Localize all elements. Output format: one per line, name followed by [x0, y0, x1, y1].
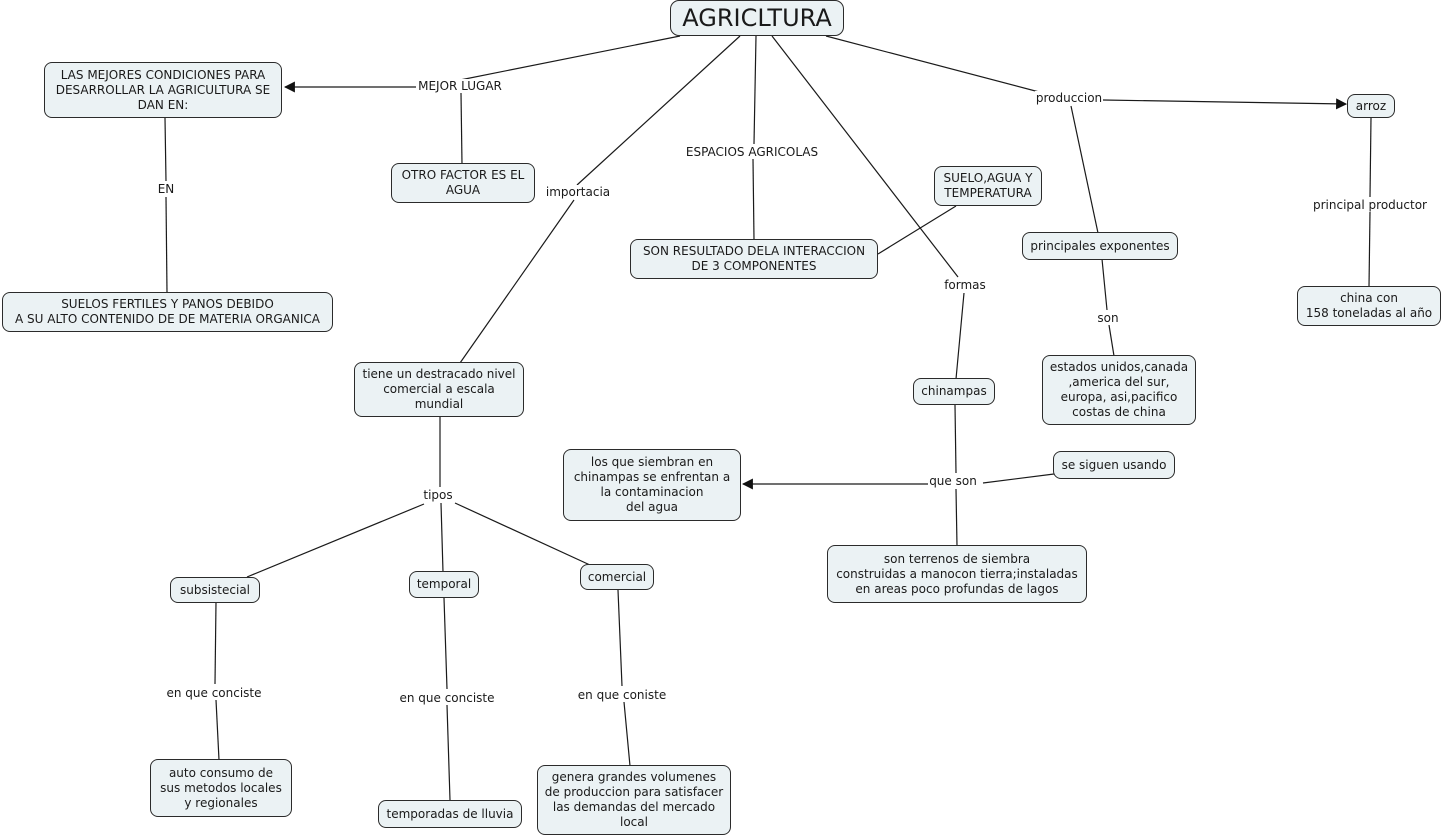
link-tipos-subsistecial [246, 503, 425, 578]
link-arroz-productor [1369, 117, 1372, 198]
concept-temporal[interactable]: temporal [409, 571, 479, 598]
link-label-principal-productor[interactable]: principal productor [1312, 198, 1428, 212]
concept-contaminacion[interactable]: los que siembran en chinampas se enfrent… [563, 449, 741, 521]
link-root-mejor-lugar [459, 35, 681, 81]
concept-china[interactable]: china con 158 toneladas al año [1297, 286, 1441, 326]
concept-son-resultado[interactable]: SON RESULTADO DELA INTERACCION DE 3 COMP… [630, 239, 878, 279]
link-se-siguen-que-son [982, 473, 1055, 484]
concept-paises[interactable]: estados unidos,canada ,america del sur, … [1042, 355, 1196, 425]
link-produccion-arroz [1102, 98, 1348, 110]
concept-comercial[interactable]: comercial [580, 564, 654, 590]
link-label-mejor-lugar[interactable]: MEJOR LUGAR [417, 79, 503, 93]
concept-suelos-fertiles[interactable]: SUELOS FERTILES Y PANOS DEBIDO A SU ALTO… [2, 292, 333, 332]
concept-terrenos-siembra[interactable]: son terrenos de siembra construidas a ma… [827, 545, 1087, 603]
link-suelo-agua-resultado [877, 205, 957, 255]
link-label-espacios-agricolas[interactable]: ESPACIOS AGRICOLAS [684, 145, 820, 159]
link-condiciones-en [164, 117, 167, 182]
concept-otro-factor[interactable]: OTRO FACTOR ES EL AGUA [391, 163, 535, 203]
link-temporal-conciste [443, 597, 448, 690]
concept-root-agricultura[interactable]: AGRICLTURA [670, 0, 844, 36]
link-comercial-coniste [617, 589, 623, 687]
link-importacia-nivel [459, 199, 575, 364]
link-conciste-auto [215, 699, 220, 761]
concept-arroz[interactable]: arroz [1347, 94, 1395, 118]
concept-se-siguen-usando[interactable]: se siguen usando [1053, 451, 1175, 479]
concept-auto-consumo[interactable]: auto consumo de sus metodos locales y re… [150, 759, 292, 817]
concept-principales-exponentes[interactable]: principales exponentes [1022, 232, 1178, 260]
link-label-en-que-conciste-temporal[interactable]: en que conciste [398, 691, 496, 705]
link-label-en-que-conciste-subsistecial[interactable]: en que conciste [165, 686, 263, 700]
link-subsistecial-conciste [214, 601, 217, 685]
concept-temporadas-lluvia[interactable]: temporadas de lluvia [378, 800, 522, 828]
link-tipos-temporal [440, 502, 444, 573]
concept-subsistecial[interactable]: subsistecial [170, 577, 260, 603]
link-label-tipos[interactable]: tipos [422, 488, 454, 502]
link-son-paises [1108, 324, 1115, 357]
concept-chinampas[interactable]: chinampas [913, 378, 995, 405]
link-label-que-son[interactable]: que son [928, 474, 978, 488]
concept-suelo-agua-temperatura[interactable]: SUELO,AGUA Y TEMPERATURA [934, 166, 1042, 206]
link-en-suelos [165, 196, 168, 294]
link-coniste-volumenes [623, 701, 631, 767]
link-que-son-terrenos [955, 488, 958, 547]
link-tipos-comercial [454, 502, 591, 566]
link-chinampas-que-son [954, 404, 957, 474]
link-mejor-lugar-otro-factor [460, 92, 463, 165]
link-exponentes-son [1101, 258, 1108, 311]
concept-grandes-volumenes[interactable]: genera grandes volumenes de produccion p… [537, 765, 731, 835]
link-label-en[interactable]: EN [156, 182, 176, 196]
link-root-produccion [825, 35, 1044, 94]
link-produccion-exponentes [1070, 105, 1099, 234]
link-root-formas [771, 35, 959, 278]
link-label-en-que-coniste-comercial[interactable]: en que coniste [576, 688, 668, 702]
link-root-espacios [753, 35, 757, 145]
link-conciste-temporadas [446, 704, 451, 801]
link-label-formas[interactable]: formas [943, 278, 987, 292]
link-productor-china [1368, 211, 1371, 288]
concept-nivel-comercial[interactable]: tiene un destracado nivel comercial a es… [354, 362, 524, 417]
link-root-importacia [576, 35, 741, 186]
link-label-importacia[interactable]: importacia [544, 185, 612, 199]
concept-mejores-condiciones[interactable]: LAS MEJORES CONDICIONES PARA DESARROLLAR… [44, 62, 282, 118]
link-label-son[interactable]: son [1096, 311, 1120, 325]
link-label-produccion[interactable]: produccion [1034, 91, 1104, 105]
link-formas-chinampas [955, 292, 965, 380]
link-espacios-resultado [752, 158, 755, 241]
